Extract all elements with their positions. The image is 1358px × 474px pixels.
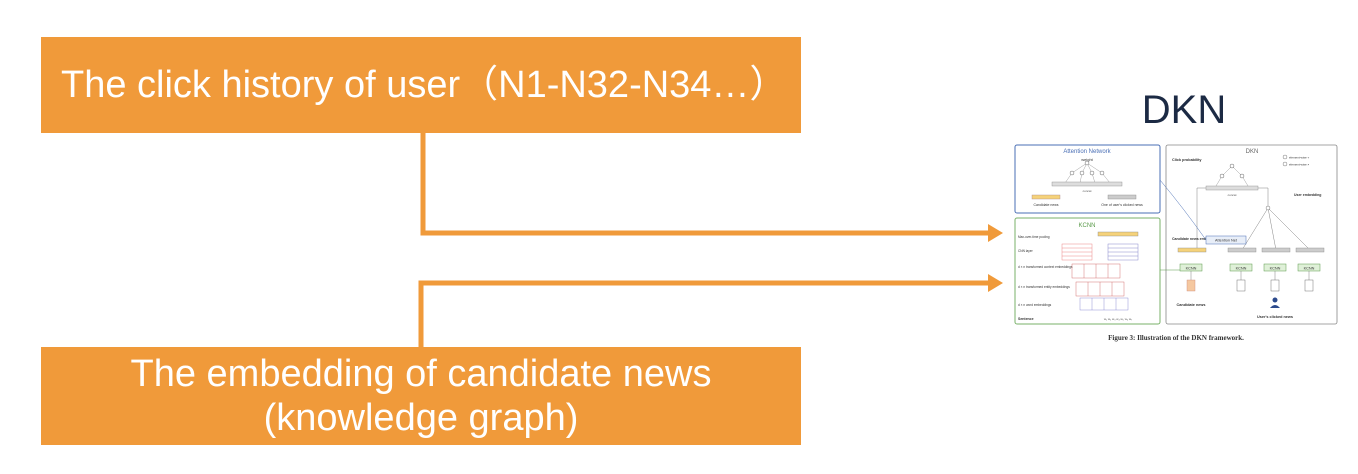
dkn-title: DKN	[1141, 88, 1227, 132]
arrow-embedding-to-kcnn	[418, 280, 990, 347]
dkn-panel: DKN Click probability element-wise + ele…	[1165, 144, 1338, 325]
dkn-figure: Attention Network weight concat Candidat…	[1014, 144, 1338, 325]
attention-title: Attention Network	[1063, 149, 1111, 155]
legend-plus: element-wise +	[1289, 156, 1310, 160]
attention-panel: Attention Network weight concat Candidat…	[1014, 144, 1161, 214]
kcnn-words: w₁ w₂ w₃ w₄ w₅ w₆ w₇	[1104, 317, 1132, 321]
kcnn-panel: KCNN Max-over-time pooling CNN layer d ×…	[1014, 217, 1161, 325]
kcnn-label-0: Max-over-time pooling	[1018, 235, 1050, 239]
kcnn-block-0: KCNN	[1186, 267, 1197, 271]
kcnn-label-2: d × n transformed context embeddings	[1018, 265, 1073, 269]
arrowhead-top	[988, 224, 1003, 242]
click-probability: Click probability	[1172, 158, 1202, 162]
dkn-panel-title: DKN	[1246, 149, 1259, 155]
dkn-concat: concat	[1228, 193, 1237, 197]
click-history-box: The click history of user（N1-N32-N34…）	[41, 37, 801, 133]
attention-net: Attention Net	[1215, 239, 1238, 243]
attention-candidate-news: Candidate news	[1033, 203, 1058, 207]
arrow-history-to-attention	[420, 133, 990, 236]
legend-times: element-wise ×	[1289, 163, 1310, 167]
kcnn-label-1: CNN layer	[1018, 249, 1034, 253]
candidate-embedding-label: The embedding of candidate news (knowled…	[130, 353, 712, 439]
kcnn-label-3: d × n transformed entity embeddings	[1018, 285, 1070, 289]
arrowhead-bottom	[988, 274, 1003, 292]
candidate-embedding-box: The embedding of candidate news (knowled…	[41, 347, 801, 445]
kcnn-label-4: d × n word embeddings	[1018, 303, 1052, 307]
kcnn-block-3: KCNN	[1304, 267, 1315, 271]
figure-caption: Figure 3: Illustration of the DKN framew…	[1108, 334, 1244, 342]
dkn-users-clicked-news: User's clicked news	[1257, 315, 1293, 319]
attention-clicked-news: One of user's clicked news	[1101, 203, 1143, 207]
kcnn-label-5: Sentence	[1018, 317, 1034, 321]
user-embedding: User embedding	[1294, 193, 1321, 197]
dkn-candidate-news: Candidate news	[1177, 303, 1206, 307]
click-history-label: The click history of user（N1-N32-N34…）	[61, 64, 788, 106]
attention-weight: weight	[1081, 157, 1093, 162]
kcnn-block-1: KCNN	[1236, 267, 1247, 271]
candidate-news-embedding: Candidate news embedding	[1172, 237, 1218, 241]
kcnn-title: KCNN	[1078, 223, 1095, 229]
kcnn-block-2: KCNN	[1270, 267, 1281, 271]
attention-concat: concat	[1083, 189, 1092, 193]
